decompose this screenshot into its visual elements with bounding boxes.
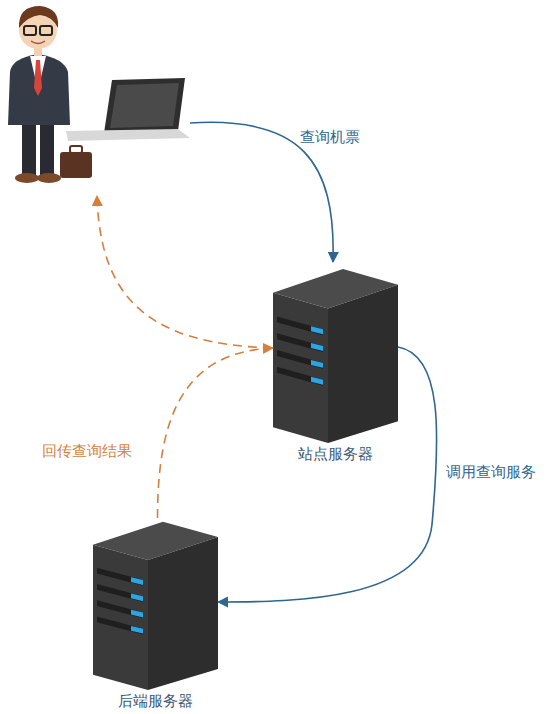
briefcase bbox=[60, 152, 92, 178]
server-light bbox=[311, 326, 323, 334]
server-slot bbox=[277, 316, 323, 335]
briefcase-handle bbox=[70, 146, 82, 153]
server-slot bbox=[277, 333, 323, 352]
server-side bbox=[148, 537, 218, 690]
server-slot bbox=[277, 367, 323, 386]
person-glasses bbox=[40, 26, 52, 35]
laptop-display bbox=[110, 83, 179, 128]
server-icon bbox=[273, 265, 398, 443]
person-mouth bbox=[31, 41, 45, 44]
response-arrow bbox=[97, 196, 272, 348]
server-node: 后端服务器 bbox=[93, 518, 218, 714]
person-glasses bbox=[24, 26, 36, 35]
connector-label: 回传查询结果 bbox=[42, 442, 132, 461]
person-leg bbox=[40, 118, 54, 176]
flow-connector bbox=[218, 347, 437, 602]
server-front bbox=[93, 545, 148, 690]
server-label: 后端服务器 bbox=[73, 692, 238, 711]
server-icon bbox=[93, 518, 218, 690]
server-light bbox=[131, 626, 143, 634]
server-node: 站点服务器 bbox=[273, 265, 398, 465]
flow-connector bbox=[158, 348, 274, 518]
person-tie bbox=[34, 60, 42, 96]
person-hair bbox=[19, 6, 58, 28]
laptop-base bbox=[66, 129, 190, 141]
server-light bbox=[131, 610, 143, 618]
flow-label: 查询机票 bbox=[300, 128, 360, 147]
server-front bbox=[273, 293, 328, 443]
laptop bbox=[66, 78, 190, 141]
server-slot bbox=[97, 568, 143, 586]
laptop-screen bbox=[104, 78, 185, 133]
server-light bbox=[311, 377, 323, 385]
server-light bbox=[311, 343, 323, 351]
server-label: 站点服务器 bbox=[253, 445, 418, 464]
server-slot bbox=[97, 616, 143, 634]
person-leg bbox=[22, 118, 36, 176]
person-shoe bbox=[37, 173, 61, 183]
server-light bbox=[131, 577, 143, 585]
server-slot bbox=[97, 600, 143, 618]
server-slot bbox=[97, 584, 143, 602]
server-side bbox=[328, 285, 398, 443]
person-suit bbox=[8, 54, 70, 125]
person-shoe bbox=[15, 173, 39, 183]
connector-label: 调用查询服务 bbox=[446, 463, 536, 482]
server-illustration bbox=[93, 518, 218, 690]
server-illustration bbox=[273, 265, 398, 443]
server-light bbox=[131, 593, 143, 601]
person-figure bbox=[8, 6, 92, 183]
server-slot bbox=[277, 350, 323, 369]
server-light bbox=[311, 360, 323, 368]
